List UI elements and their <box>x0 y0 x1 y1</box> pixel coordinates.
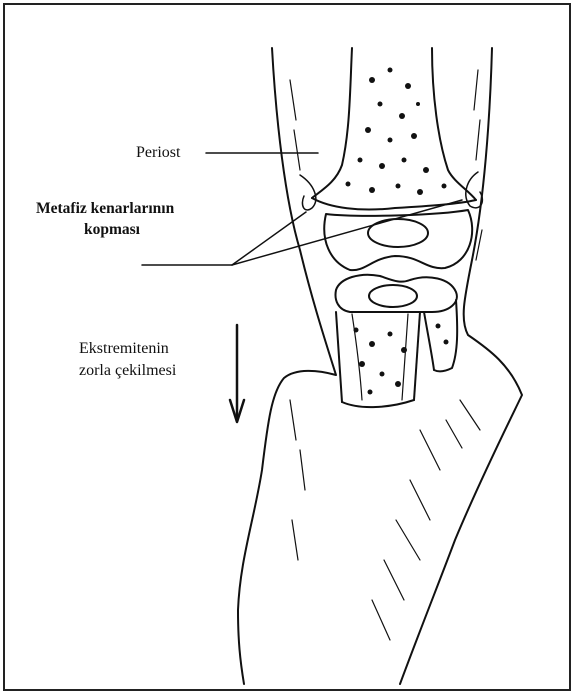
fibula-left-edge <box>424 312 434 370</box>
epiphysis-ossification-center <box>368 219 428 247</box>
cancellous-bone-texture <box>346 68 449 395</box>
metafiz-leader-b <box>232 212 306 265</box>
metaphysis-avulsion-label-line2: kopması <box>84 221 140 239</box>
traction-label-line2: zorla çekilmesi <box>79 362 176 380</box>
metaphysis-avulsion-label-line1: Metafiz kenarlarının <box>36 200 174 218</box>
periosteum-line <box>300 175 316 210</box>
tibia-right-edge <box>414 312 420 400</box>
thigh-outline-right <box>400 48 522 684</box>
soft-tissue-hatch <box>290 70 482 640</box>
tibia-bottom <box>342 400 414 407</box>
traction-label-line1: Ekstremitenin <box>79 340 169 358</box>
growth-plate-line-2 <box>402 314 408 400</box>
femur-shaft-left <box>312 48 352 198</box>
tibial-ossification-center <box>369 285 417 307</box>
growth-plate-line-1 <box>352 314 362 400</box>
periost-label: Periost <box>136 144 180 162</box>
thigh-outline-left <box>238 48 336 684</box>
femur-shaft-right <box>432 48 476 200</box>
tibia-left-edge <box>336 312 342 402</box>
